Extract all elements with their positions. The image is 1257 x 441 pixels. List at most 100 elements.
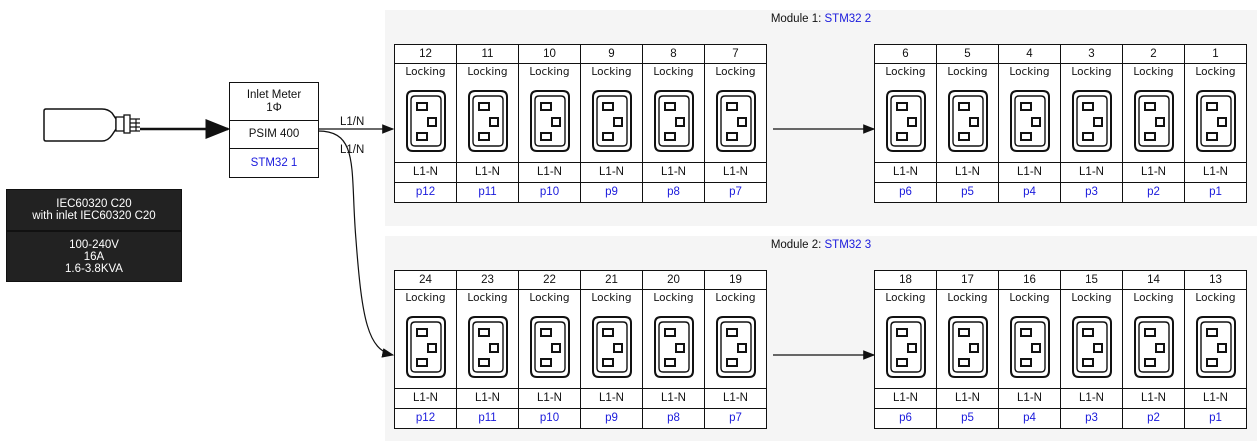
- outlet-number: 24: [395, 271, 456, 290]
- outlet-type: Locking: [1185, 290, 1246, 306]
- outlet-number: 9: [581, 45, 642, 64]
- outlet-port-link[interactable]: p7: [705, 409, 766, 428]
- outlet-port-link[interactable]: p10: [519, 183, 580, 202]
- outlet-number: 6: [875, 45, 936, 64]
- outlet-port-link[interactable]: p2: [1123, 409, 1184, 428]
- outlet-port-link[interactable]: p8: [643, 409, 704, 428]
- outlet-phase: L1-N: [395, 389, 456, 409]
- outlet-phase: L1-N: [1185, 389, 1246, 409]
- module-1-controller-link[interactable]: STM32 2: [825, 13, 872, 25]
- outlet-number: 22: [519, 271, 580, 290]
- outlet-number: 1: [1185, 45, 1246, 64]
- outlet-port-link[interactable]: p3: [1061, 409, 1122, 428]
- inlet-meter-phase: 1Φ: [230, 102, 318, 115]
- outlet-phase: L1-N: [395, 163, 456, 183]
- outlet-port-link[interactable]: p12: [395, 409, 456, 428]
- module-1-title: Module 1: STM32 2: [385, 13, 1257, 25]
- outlet-port-link[interactable]: p6: [875, 409, 936, 428]
- inlet-meter-model: PSIM 400: [230, 121, 318, 149]
- outlet-port-link[interactable]: p11: [457, 409, 518, 428]
- c13-locking-icon: [1185, 80, 1246, 163]
- c13-locking-icon: [519, 306, 580, 389]
- c13-locking-icon: [395, 306, 456, 389]
- outlet-type: Locking: [999, 290, 1060, 306]
- c20-plug-icon: [40, 97, 160, 158]
- outlet-number: 2: [1123, 45, 1184, 64]
- outlet-port-link[interactable]: p1: [1185, 183, 1246, 202]
- connector-spec-box: IEC60320 C20 with inlet IEC60320 C20: [6, 189, 182, 231]
- c13-locking-icon: [519, 80, 580, 163]
- wire-label-upper: L1/N: [340, 116, 364, 128]
- connector-inlet: with inlet IEC60320 C20: [7, 210, 181, 222]
- outlet-number: 8: [643, 45, 704, 64]
- inlet-meter-controller-link[interactable]: STM32 1: [230, 149, 318, 177]
- outlet-type: Locking: [1061, 290, 1122, 306]
- outlet-port-link[interactable]: p7: [705, 183, 766, 202]
- module-2-label: Module 2:: [771, 239, 825, 251]
- outlet-port-link[interactable]: p4: [999, 409, 1060, 428]
- c13-locking-icon: [1123, 80, 1184, 163]
- outlet-type: Locking: [395, 64, 456, 80]
- outlet-port-link[interactable]: p12: [395, 183, 456, 202]
- c13-locking-icon: [937, 306, 998, 389]
- inlet-meter-header: Inlet Meter 1Φ: [230, 83, 318, 121]
- outlet-number: 10: [519, 45, 580, 64]
- inlet-meter-title: Inlet Meter: [230, 89, 318, 102]
- outlet-port-link[interactable]: p11: [457, 183, 518, 202]
- outlet-phase: L1-N: [581, 389, 642, 409]
- module-1-label: Module 1:: [771, 13, 825, 25]
- outlet-port-link[interactable]: p9: [581, 183, 642, 202]
- outlet-phase: L1-N: [999, 163, 1060, 183]
- outlet-port-link[interactable]: p9: [581, 409, 642, 428]
- outlet-type: Locking: [1123, 290, 1184, 306]
- outlet-port-link[interactable]: p1: [1185, 409, 1246, 428]
- outlet-port-link[interactable]: p6: [875, 183, 936, 202]
- outlet-number: 13: [1185, 271, 1246, 290]
- outlet-port-link[interactable]: p8: [643, 183, 704, 202]
- outlet-type: Locking: [643, 290, 704, 306]
- rating-spec-box: 100-240V 16A 1.6-3.8KVA: [6, 231, 182, 282]
- outlet-phase: L1-N: [581, 163, 642, 183]
- outlet-type: Locking: [875, 64, 936, 80]
- c13-locking-icon: [643, 80, 704, 163]
- outlet-port-link[interactable]: p10: [519, 409, 580, 428]
- outlet-type: Locking: [1185, 64, 1246, 80]
- c13-locking-icon: [999, 80, 1060, 163]
- outlet-port-link[interactable]: p5: [937, 409, 998, 428]
- outlet-number: 17: [937, 271, 998, 290]
- outlet-port-link[interactable]: p3: [1061, 183, 1122, 202]
- outlet-type: Locking: [581, 64, 642, 80]
- outlet-type: Locking: [457, 64, 518, 80]
- outlet-port-link[interactable]: p2: [1123, 183, 1184, 202]
- module-2-controller-link[interactable]: STM32 3: [825, 239, 872, 251]
- c13-locking-icon: [1123, 306, 1184, 389]
- outlet-port-link[interactable]: p5: [937, 183, 998, 202]
- outlet-port-link[interactable]: p4: [999, 183, 1060, 202]
- outlet-phase: L1-N: [1061, 389, 1122, 409]
- c13-locking-icon: [1185, 306, 1246, 389]
